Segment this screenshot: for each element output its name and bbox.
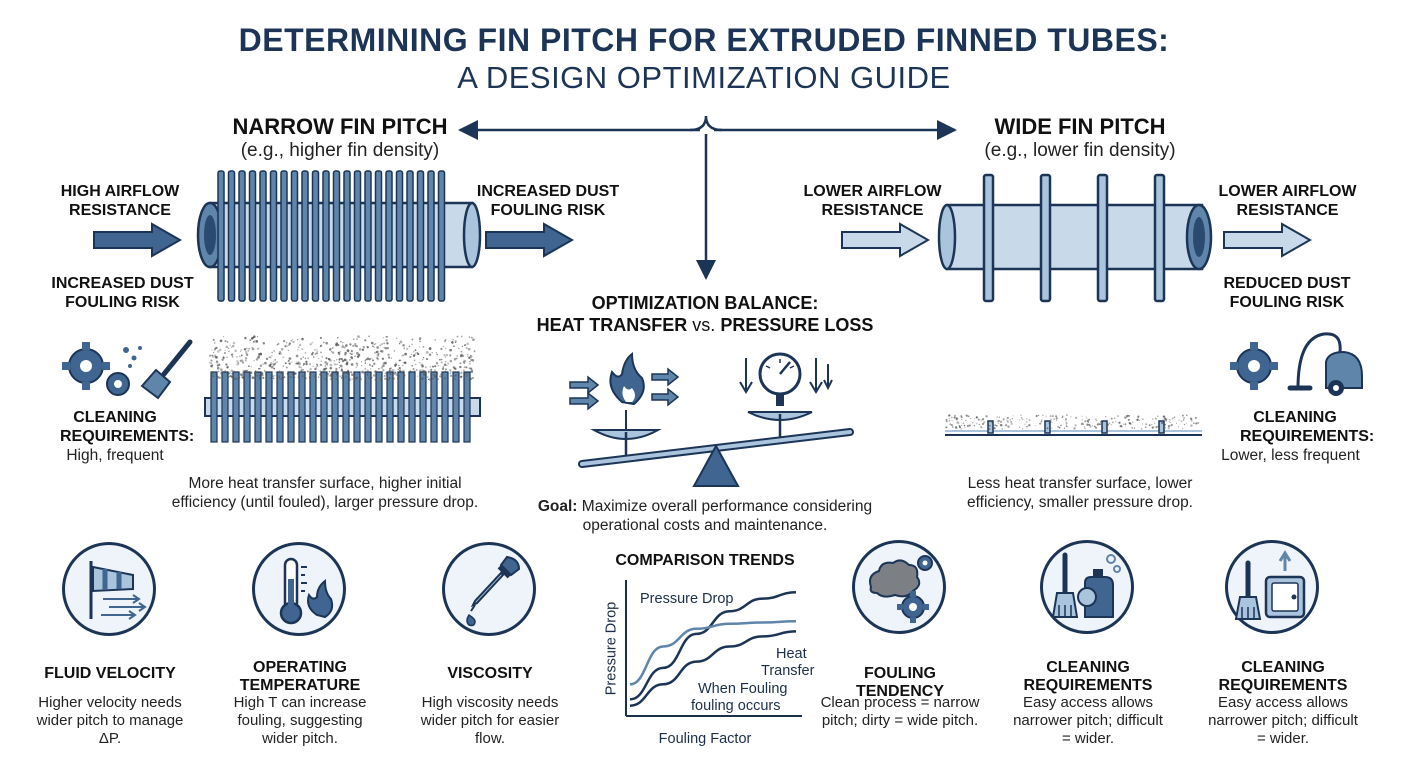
balance-title: OPTIMIZATION BALANCE: (591, 293, 819, 313)
balance-subtitle: HEAT TRANSFER vs. PRESSURE LOSS (520, 316, 890, 335)
factor-title-operating-temperature: OPERATING TEMPERATURE (239, 659, 361, 694)
wide-reduced-fouling-label: REDUCED DUST FOULING RISK (1223, 275, 1351, 311)
chart-ylabel: Pressure Drop (603, 601, 620, 696)
airflow-arrow-icon (93, 222, 183, 258)
narrow-description: More heat transfer surface, higher initi… (171, 475, 479, 511)
chart-label-fouling-1: When Fouling (698, 681, 788, 697)
goal-text: Goal: Maximize overall performance consi… (520, 497, 890, 535)
balance-subtitle-heat: HEAT TRANSFER (536, 315, 688, 335)
comparison-trends-chart (625, 580, 802, 717)
narrow-finned-tube-illustration (196, 170, 482, 302)
increased-dust-fouling-label-right: INCREASED DUST FOULING RISK (476, 183, 620, 219)
factor-desc-operating-temperature: High T can increase fouling, suggesting … (233, 694, 367, 747)
fouled-fin-stack (210, 371, 471, 443)
dust-particles (208, 335, 476, 381)
balance-scale-illustration (569, 351, 854, 487)
goal-label: Goal: (537, 498, 578, 515)
dirt-gears-icon (869, 555, 933, 623)
wide-description: Less heat transfer surface, lower effici… (967, 475, 1193, 511)
wide-pitch-subheader: (e.g., lower fin density) (984, 140, 1176, 161)
flame-icon (609, 351, 645, 406)
narrow-pitch-subheader: (e.g., higher fin density) (240, 140, 440, 161)
light-dust-particles (945, 414, 1199, 430)
wide-cleaning-title: CLEANING REQUIREMENTS: (1240, 409, 1375, 445)
pressure-gauge-icon (758, 352, 802, 406)
goal-description: Maximize overall performance considering… (581, 498, 873, 534)
factor-title-fouling-tendency: FOULING TENDENCY (855, 665, 944, 700)
wide-inflow-arrow-icon (841, 222, 931, 258)
chart-title: COMPARISON TRENDS (615, 552, 795, 569)
factor-title-viscosity: VISCOSITY (447, 665, 533, 682)
windsock-icon (89, 561, 147, 620)
factor-desc-cleaning-1: Easy access allows narrower pitch; diffi… (1013, 694, 1163, 747)
balance-subtitle-vs: vs. (692, 315, 716, 335)
factor-desc-viscosity: High viscosity needs wider pitch for eas… (420, 694, 560, 747)
viscosity-circle (442, 542, 536, 636)
chart-label-pressure: Pressure Drop (640, 591, 734, 607)
wide-cleaning-value: Lower, less frequent (1221, 447, 1360, 464)
brush-panel-icon (1234, 550, 1306, 620)
top-connector-arrows (458, 115, 957, 280)
narrow-pitch-header: NARROW FIN PITCH (232, 114, 448, 139)
wide-lower-airflow-label-right: LOWER AIRFLOW RESISTANCE (1218, 183, 1357, 219)
dropper-icon (466, 555, 521, 627)
series-line-fouling (629, 630, 797, 707)
cleaning-requirements-circle-2 (1225, 540, 1319, 634)
brush-bottle-icon (1051, 552, 1121, 618)
fouled-narrow-tube-illustration (204, 335, 481, 443)
factor-title-cleaning-2: CLEANING REQUIREMENTS (1218, 659, 1348, 694)
chart-xlabel: Fouling Factor (658, 731, 752, 747)
narrow-cleaning-value: High, frequent (66, 447, 164, 464)
wide-lower-airflow-label-left: LOWER AIRFLOW RESISTANCE (803, 183, 942, 219)
increased-dust-fouling-label-left: INCREASED DUST FOULING RISK (51, 275, 194, 311)
factor-title-fluid-velocity: FLUID VELOCITY (44, 665, 176, 682)
narrow-cleaning-title: CLEANING REQUIREMENTS: (60, 409, 195, 445)
wide-tube-light-dust-illustration (945, 414, 1202, 436)
fouling-tendency-circle (852, 540, 946, 634)
factor-desc-cleaning-2: Easy access allows narrower pitch; diffi… (1208, 694, 1358, 747)
exit-arrow-icon (485, 222, 575, 258)
cleaning-requirements-circle-1 (1040, 540, 1134, 634)
wide-pitch-header: WIDE FIN PITCH (994, 114, 1166, 139)
wide-finned-tube-illustration (937, 173, 1213, 303)
fluid-velocity-circle (62, 542, 156, 636)
chart-label-heat-2: Transfer (761, 663, 815, 679)
page-subtitle: A DESIGN OPTIMIZATION GUIDE (457, 60, 951, 95)
fin-stack (217, 170, 446, 302)
wide-exit-arrow-icon (1223, 222, 1313, 258)
high-airflow-resistance-label: HIGH AIRFLOW RESISTANCE (60, 183, 180, 219)
operating-temperature-circle (252, 542, 346, 636)
gear-vacuum-icon (1230, 332, 1363, 396)
factor-title-cleaning-1: CLEANING REQUIREMENTS (1023, 659, 1153, 694)
factor-desc-fluid-velocity: Higher velocity needs wider pitch to man… (36, 694, 184, 747)
series-line-heat-transfer (629, 620, 797, 686)
page-title: DETERMINING FIN PITCH FOR EXTRUDED FINNE… (238, 22, 1170, 58)
gears-brush-icon (62, 339, 193, 400)
chart-label-fouling-2: fouling occurs (691, 698, 781, 714)
balance-subtitle-pressure: PRESSURE LOSS (720, 315, 874, 335)
chart-label-heat-1: Heat (776, 646, 807, 662)
thermometer-flame-icon (279, 557, 334, 625)
factor-desc-fouling-tendency: Clean process = narrow pitch; dirty = wi… (820, 694, 980, 729)
